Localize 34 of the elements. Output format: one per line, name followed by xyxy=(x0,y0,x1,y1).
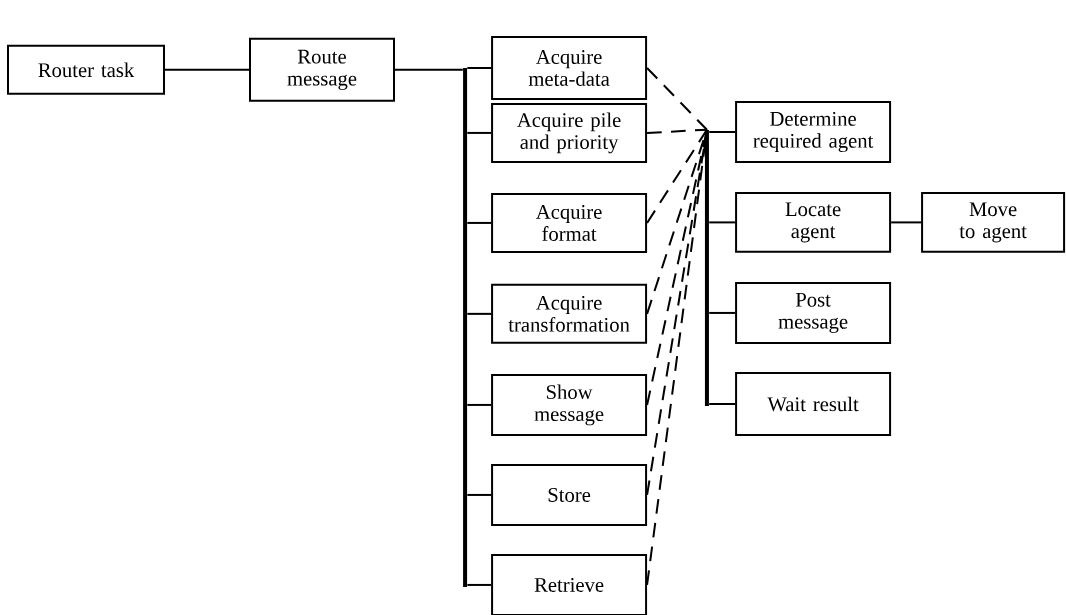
process-box: Acquire pile and priority xyxy=(491,102,648,163)
connector-line xyxy=(466,67,493,70)
process-box: Acquire format xyxy=(491,192,648,253)
process-box: Acquire meta-data xyxy=(491,36,648,101)
process-box: Router task xyxy=(7,44,165,95)
connector-line xyxy=(466,583,493,586)
process-box: Determine required agent xyxy=(735,101,892,164)
process-box: Post message xyxy=(735,281,892,344)
connector-line xyxy=(646,128,708,586)
connector-line xyxy=(466,403,493,406)
connector-line xyxy=(646,128,708,134)
connector-line xyxy=(646,128,708,224)
connector-line xyxy=(466,131,493,134)
connector-line xyxy=(164,68,250,71)
process-box: Wait result xyxy=(735,372,892,437)
process-box: Route message xyxy=(249,37,395,102)
connector-line xyxy=(466,221,493,224)
process-box: Locate agent xyxy=(735,191,892,253)
process-box: Store xyxy=(491,463,648,526)
process-box: Retrieve xyxy=(491,553,648,615)
bus-bar xyxy=(463,68,468,587)
connector-line xyxy=(708,403,737,406)
connector-line xyxy=(708,221,737,224)
connector-line xyxy=(646,67,708,131)
connector-line xyxy=(466,493,493,496)
connector-line xyxy=(394,68,464,71)
connector-line xyxy=(890,221,923,224)
connector-line xyxy=(708,311,737,314)
process-box: Show message xyxy=(491,373,648,436)
bus-bar xyxy=(704,130,709,407)
connector-line xyxy=(708,131,737,134)
connector-line xyxy=(466,312,493,315)
process-box: Move to agent xyxy=(921,191,1066,253)
process-box: Acquire transformation xyxy=(491,283,648,344)
